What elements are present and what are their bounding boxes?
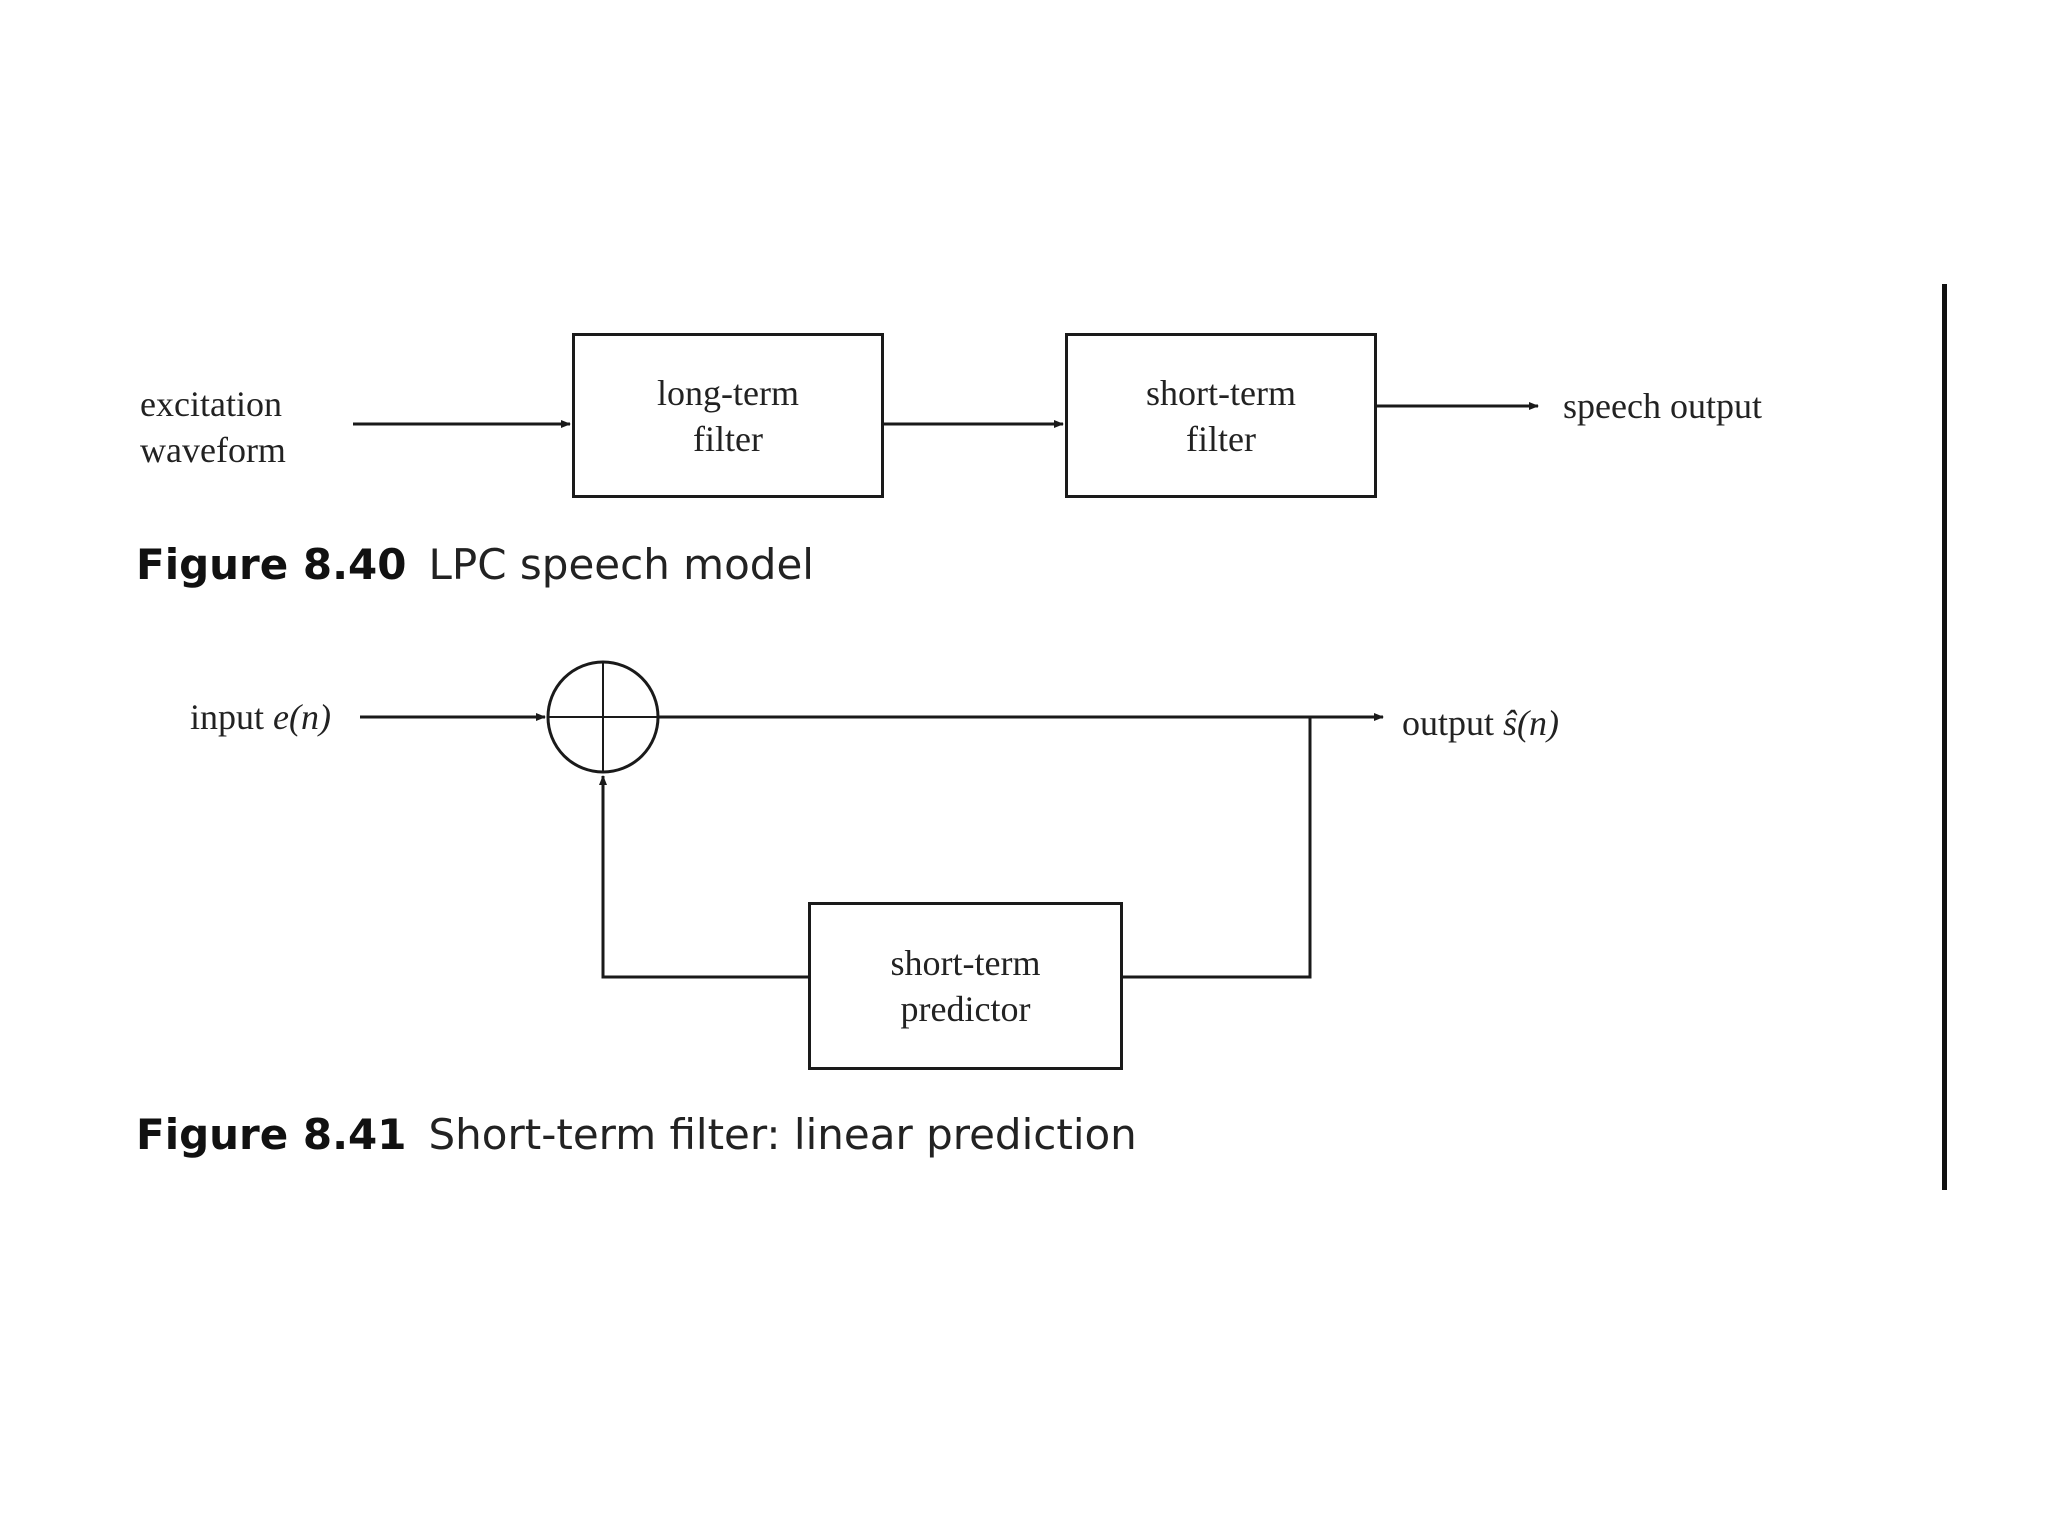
feedback-from-predictor [599, 775, 808, 979]
short-term-filter-block: short-term filter [1065, 333, 1377, 498]
excitation-waveform-label: excitation waveform [140, 384, 286, 470]
short-term-predictor-label: short-term predictor [890, 943, 1041, 1029]
output-label: output ŝ(n) [1402, 700, 1559, 746]
figure-841-title: Short-term filter: linear prediction [428, 1110, 1137, 1159]
input-text: input [190, 697, 265, 737]
input-label: input e(n) [190, 694, 331, 740]
figure-840-title: LPC speech model [428, 540, 814, 589]
speech-output-label: speech output [1563, 386, 1762, 426]
output-text: output [1402, 703, 1495, 743]
right-margin-bar [1942, 284, 1947, 1190]
output-symbol: ŝ(n) [1503, 703, 1560, 743]
figure-841-caption: Figure 8.41 Short-term filter: linear pre… [136, 1110, 1137, 1159]
figure-840-caption: Figure 8.40 LPC speech model [136, 540, 814, 589]
figure-840-number: Figure 8.40 [136, 540, 407, 589]
input-symbol: e(n) [273, 697, 331, 737]
long-term-filter-block: long-term filter [572, 333, 884, 498]
feedback-to-predictor [1123, 717, 1312, 979]
figure-841-number: Figure 8.41 [136, 1110, 407, 1159]
long-term-filter-label: long-term filter [657, 372, 799, 459]
short-term-filter-label: short-term filter [1146, 372, 1296, 459]
short-term-predictor-block: short-term predictor [808, 902, 1123, 1070]
